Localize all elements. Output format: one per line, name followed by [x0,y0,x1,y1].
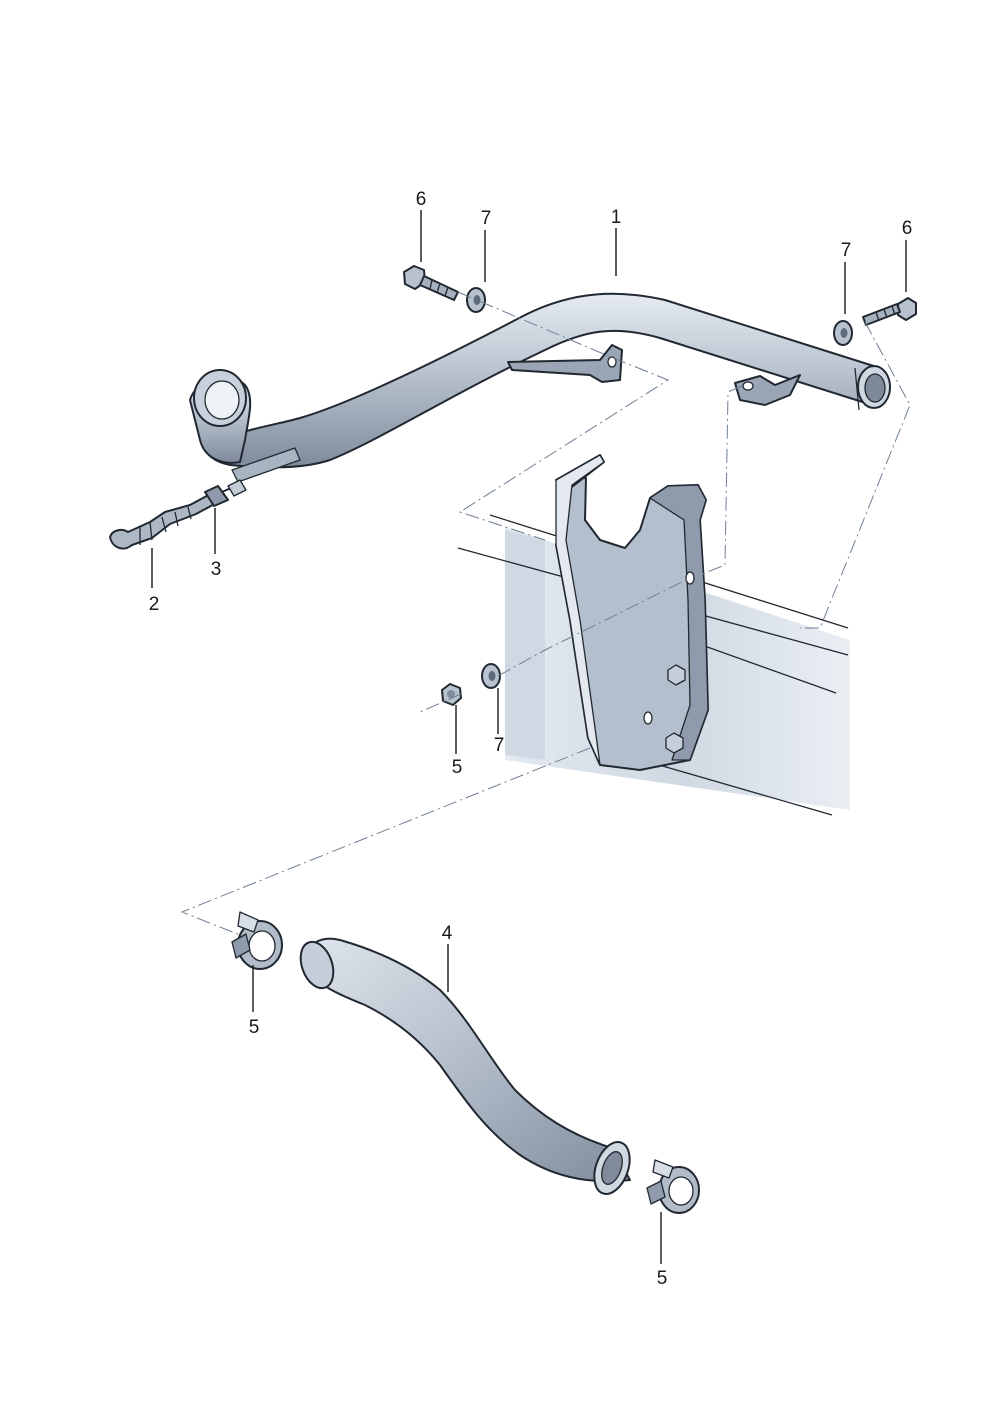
callout-5-lower-clamp: 5 [657,1268,668,1289]
callout-leaders [151,210,907,1264]
callout-2: 2 [149,594,160,615]
callout-5-upper-clamp: 5 [249,1017,260,1038]
connecting-hose [299,937,631,1195]
hose-clamp-upper [231,911,283,970]
tube-carrier-bracket [555,454,709,771]
washer-lower [481,663,501,689]
callout-7-left: 7 [481,208,492,229]
callout-7-right: 7 [841,240,852,261]
callout-6-left: 6 [416,189,427,210]
assembly-lines [180,291,911,936]
callout-7-lower: 7 [494,735,505,756]
filler-tube [189,292,891,483]
cable-with-connector [109,479,247,550]
callout-labels: 1 2 3 4 5 5 5 6 6 7 7 7 [149,189,913,1289]
bolt-right [862,297,917,326]
callout-6-right: 6 [902,218,913,239]
callout-5-nut: 5 [452,757,463,778]
hose-clamp-lower [646,1159,700,1214]
callout-3: 3 [211,559,222,580]
bolt-left [403,265,459,301]
washer-right [833,320,853,346]
hex-nut [441,683,462,706]
callout-4: 4 [442,923,453,944]
callout-1: 1 [611,207,622,228]
